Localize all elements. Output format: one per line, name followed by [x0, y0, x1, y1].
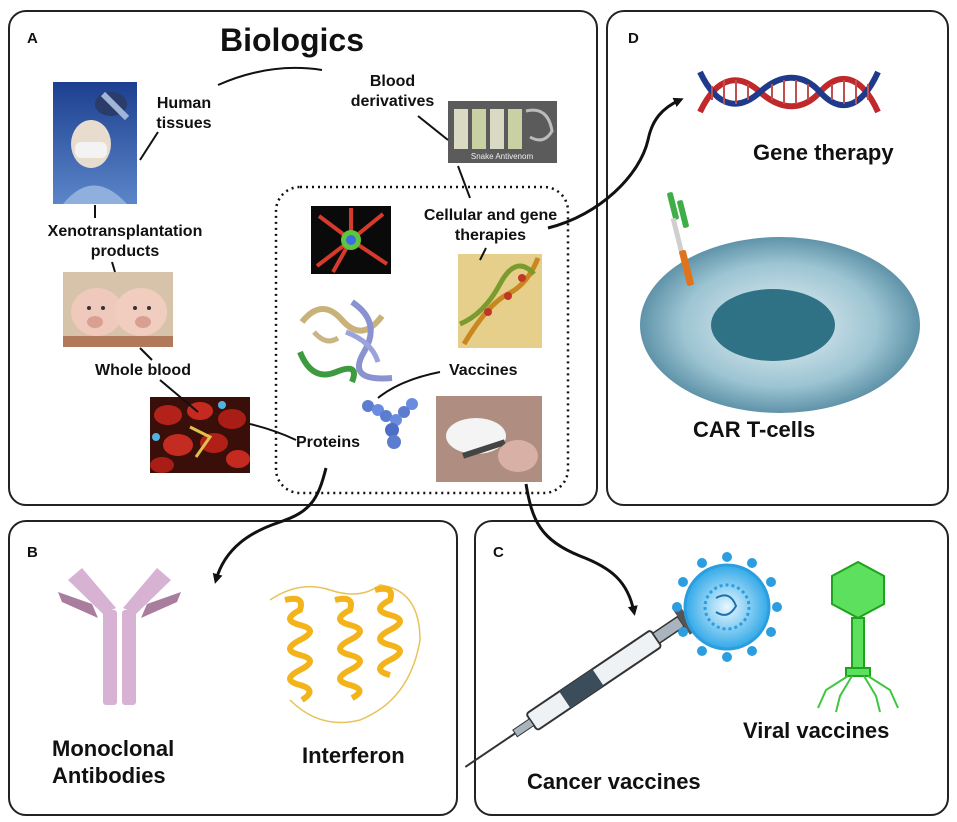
- connector-blood-antivenom: [417, 115, 449, 141]
- antibody-molecule-image: [360, 390, 428, 452]
- connector-vaccines-antibody: [377, 371, 441, 399]
- arrow-to-vaccines-panel: [524, 483, 638, 616]
- label-proteins: Proteins: [296, 434, 361, 451]
- monoclonal-antibody-icon: [58, 568, 181, 705]
- connector-antivenom-cellular: [457, 165, 471, 199]
- label-blood-derivatives: Blood derivatives: [350, 73, 435, 110]
- label-viral-vaccines: Viral vaccines: [743, 718, 890, 743]
- connector-wholeblood-rbc: [159, 379, 199, 413]
- connector-tissues-blood: [217, 66, 323, 86]
- arrow-to-gene-therapy: [547, 97, 684, 230]
- antivenom-caption: Snake Antivenom: [471, 152, 534, 161]
- label-gene-therapy: Gene therapy: [753, 140, 894, 165]
- biologics-title: Biologics: [220, 22, 365, 58]
- therapies-dotted-box: [274, 185, 570, 495]
- virus-icon: [672, 552, 782, 662]
- panel-b-letter: B: [27, 544, 38, 561]
- snake-antivenom-photo: Snake Antivenom: [448, 101, 557, 163]
- panel-c-letter: C: [493, 544, 504, 561]
- label-interferon: Interferon: [302, 743, 405, 768]
- label-monoclonal-antibodies: Monoclonal Antibodies: [52, 736, 175, 788]
- label-vaccines: Vaccines: [449, 362, 518, 379]
- red-blood-cells-photo: [150, 397, 250, 473]
- connector-xeno-piglets: [111, 261, 116, 273]
- label-human-tissues: Human tissues: [156, 95, 212, 132]
- fluorescent-cell-image: [311, 206, 391, 274]
- connector-piglets-wholeblood: [139, 347, 153, 361]
- protein-ribbon-image: [292, 292, 404, 388]
- bacteriophage-icon: [817, 560, 899, 713]
- connector-cellular-dna: [479, 247, 487, 261]
- car-t-cell-icon: [640, 192, 920, 413]
- interferon-icon: [269, 584, 421, 724]
- arrow-to-proteins-panel: [212, 467, 328, 584]
- connector-rbc-proteins: [249, 423, 297, 441]
- piglets-photo: [63, 272, 173, 347]
- injection-photo: [436, 396, 542, 482]
- panel-d-letter: D: [628, 30, 639, 47]
- dna-double-helix-icon: [697, 70, 881, 114]
- connector-tissues-photo: [139, 131, 159, 161]
- label-cancer-vaccines: Cancer vaccines: [527, 769, 701, 794]
- label-car-t-cells: CAR T-cells: [693, 417, 816, 442]
- label-whole-blood: Whole blood: [95, 362, 191, 379]
- label-xenotransplantation: Xenotransplantation products: [47, 223, 203, 260]
- label-cellular-gene-therapies: Cellular and gene therapies: [423, 207, 558, 244]
- human-tissues-photo: [53, 82, 137, 204]
- dna-helix-image: [458, 254, 542, 348]
- panel-a-letter: A: [27, 30, 38, 47]
- syringe-icon: [464, 603, 697, 768]
